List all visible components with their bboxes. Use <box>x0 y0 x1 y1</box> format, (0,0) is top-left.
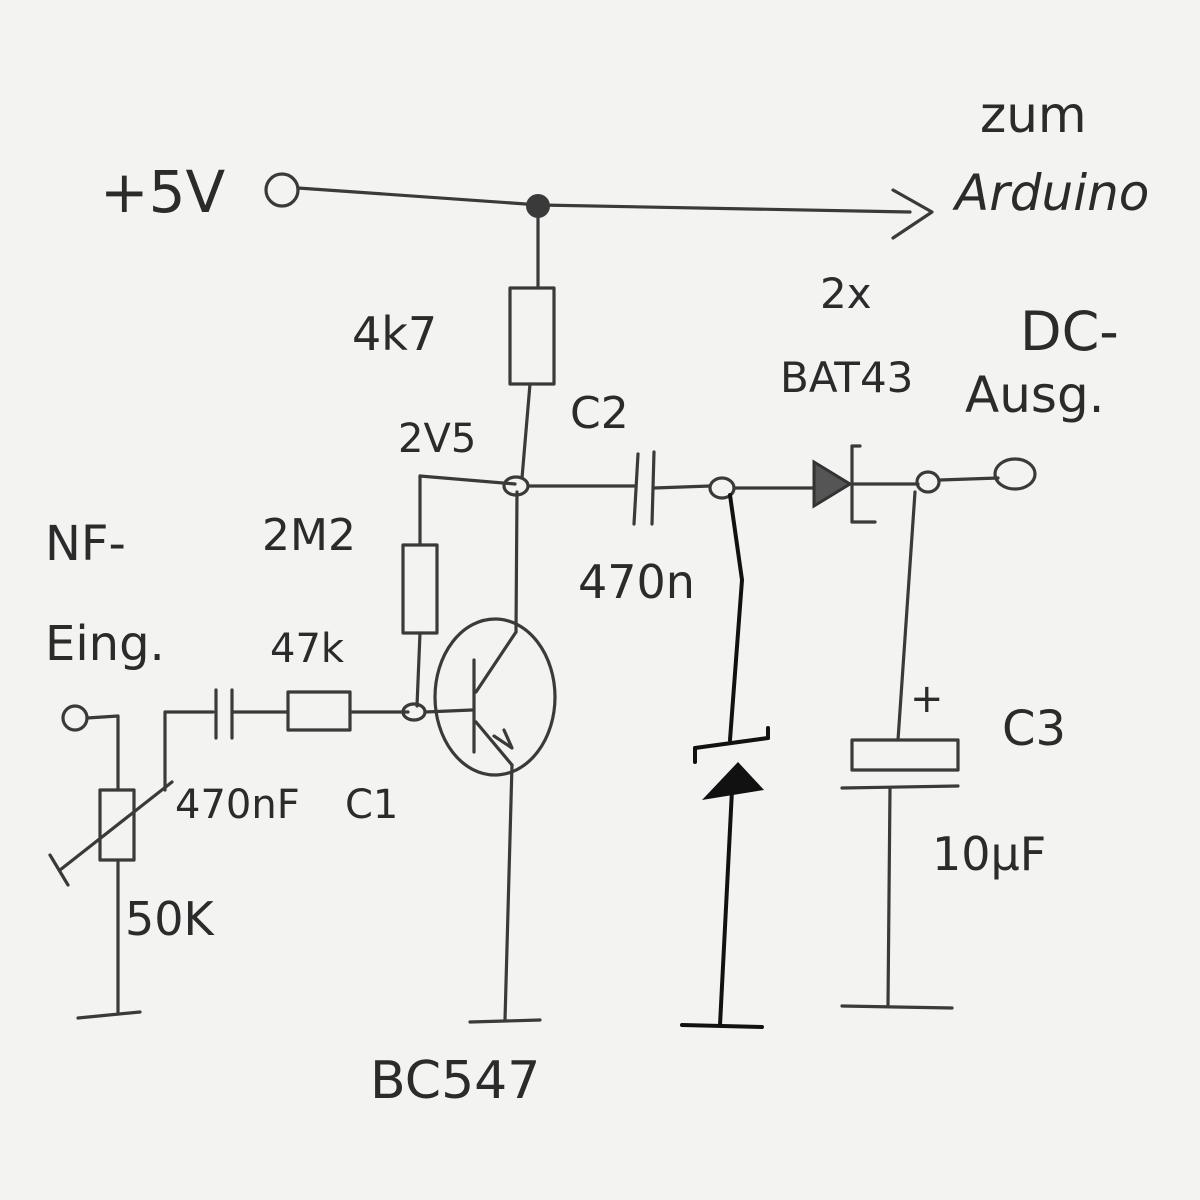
c3-polarity-label: + <box>910 676 944 722</box>
supply-terminal <box>264 172 300 208</box>
input-label-line2: Eing. <box>45 616 165 672</box>
to-arduino-line2: Arduino <box>952 164 1149 222</box>
output-label-line1: DC- <box>1020 300 1119 363</box>
input-section: NF- Eing. 50K 470nF C1 47k <box>45 516 427 1020</box>
capacitor-c3 <box>850 738 960 772</box>
c1-value-label: 470nF <box>175 782 300 828</box>
supply-label: +5V <box>100 158 225 226</box>
junction-output <box>915 470 941 494</box>
output-terminal <box>993 457 1037 491</box>
input-label-line1: NF- <box>45 516 126 572</box>
diode-series: 2x BAT43 <box>732 269 920 524</box>
resistor-4k7: 4k7 <box>352 204 556 480</box>
c2-value-label: 470n <box>578 555 695 609</box>
arrow-to-arduino <box>891 188 934 240</box>
transistor-bc547: BC547 <box>370 490 557 1111</box>
c3-name-label: C3 <box>1002 701 1066 757</box>
diodes-count-label: 2x <box>820 269 872 318</box>
diode-shunt <box>680 493 770 1029</box>
c3-value-label: 10µF <box>932 827 1046 881</box>
c2-name-label: C2 <box>570 388 629 439</box>
resistor-47k <box>286 690 352 732</box>
node-voltage-label: 2V5 <box>398 416 476 462</box>
resistor-2m2-label: 2M2 <box>262 510 356 561</box>
supply-rail: +5V zum Arduino <box>100 86 1149 240</box>
pot-label: 50K <box>125 892 216 946</box>
output-label-line2: Ausg. <box>965 366 1105 424</box>
input-terminal <box>61 704 89 732</box>
resistor-2m2 <box>401 543 439 635</box>
capacitor-c2: C2 470n <box>526 388 736 609</box>
capacitor-c1 <box>214 688 234 740</box>
diodes-type-label: BAT43 <box>780 353 913 402</box>
c1-name-label: C1 <box>345 782 398 828</box>
resistor-47k-label: 47k <box>270 626 345 672</box>
transistor-label: BC547 <box>370 1051 540 1111</box>
to-arduino-line1: zum <box>980 86 1087 144</box>
output-section: DC- Ausg. + C3 10µF <box>840 300 1119 1010</box>
resistor-4k7-label: 4k7 <box>352 307 437 361</box>
